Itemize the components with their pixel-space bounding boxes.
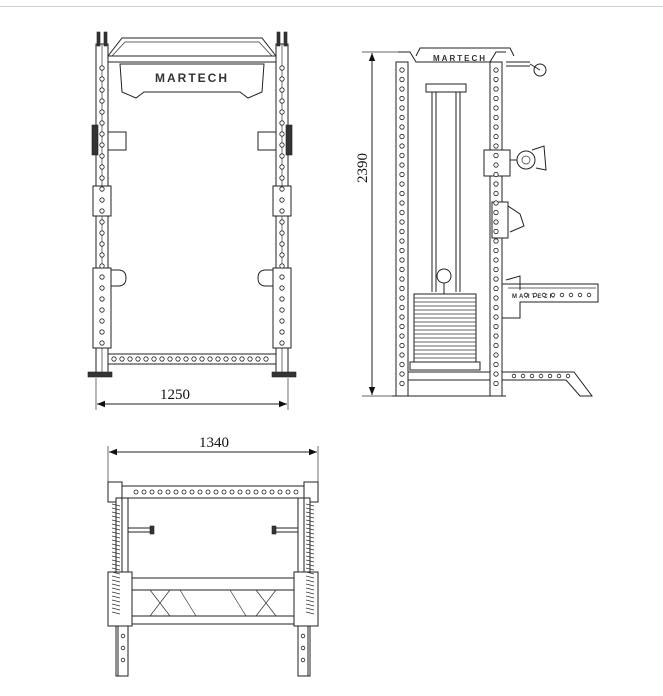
top-view-front-beam: [109, 485, 317, 499]
front-brand-label: MARTECH: [155, 71, 229, 85]
side-weight-stack: [413, 293, 477, 363]
side-brand-label: MARTECH: [433, 54, 487, 63]
front-holes: [99, 65, 285, 362]
top-holes: [120, 489, 306, 663]
page-top-rule: [0, 6, 663, 7]
front-left-hook: [107, 131, 127, 151]
side-foot-plate: [501, 371, 593, 397]
front-left-handle: [108, 269, 127, 287]
front-right-handle: [257, 269, 276, 287]
top-width-label: 1340: [199, 435, 229, 451]
side-height-label: 2390: [355, 153, 371, 183]
front-width-label: 1250: [160, 387, 190, 403]
front-right-hook: [257, 131, 277, 151]
front-view: MARTECH 1250: [87, 31, 297, 410]
side-view: 2390 MARTECH: [355, 47, 599, 397]
top-view: 1340: [107, 435, 319, 677]
front-brand-plate: [119, 63, 265, 99]
side-attachment-brand-label: MARTECH: [512, 294, 556, 300]
side-top-header: [398, 51, 506, 63]
side-holes: [399, 67, 592, 387]
front-top-truss: [107, 37, 277, 57]
side-safety-arm: [501, 283, 599, 319]
